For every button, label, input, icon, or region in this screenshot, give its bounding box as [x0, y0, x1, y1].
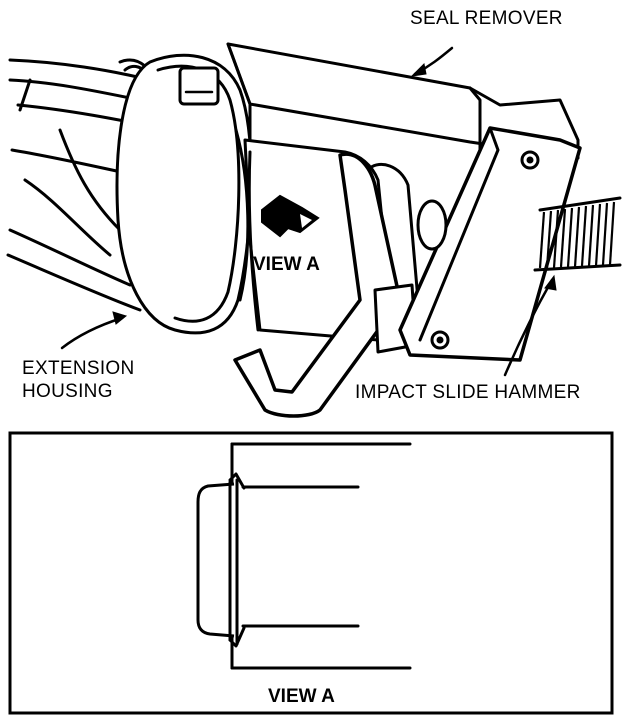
housing-flange	[115, 53, 253, 335]
slide-hammer-threaded-shaft	[533, 196, 622, 272]
extension-housing-leader-line	[60, 316, 124, 350]
view-a-detail: VIEW A	[8, 431, 614, 715]
label-impact-slide-hammer: IMPACT SLIDE HAMMER	[355, 382, 581, 403]
slide-hammer-plate	[398, 126, 582, 362]
label-view-a-caption: VIEW A	[268, 686, 335, 707]
seal-remover-leader-arrowhead	[410, 62, 427, 77]
seal-profile	[196, 482, 235, 638]
label-view-a-callout: VIEW A	[253, 254, 320, 275]
label-seal-remover: SEAL REMOVER	[410, 8, 563, 29]
main-illustration: SEAL REMOVER VIEW A EXTENSION HOUSING IM…	[6, 8, 622, 418]
view-a-arrow-icon	[261, 194, 320, 238]
label-extension-line1: EXTENSION	[22, 358, 135, 379]
extension-housing-leader-arrowhead	[112, 311, 128, 325]
label-extension-line2: HOUSING	[22, 381, 113, 402]
view-a-frame	[8, 431, 614, 715]
slide-hammer-leader-line	[503, 278, 554, 377]
extension-housing-body	[6, 58, 162, 312]
slide-hammer-leader-arrowhead	[544, 274, 557, 291]
